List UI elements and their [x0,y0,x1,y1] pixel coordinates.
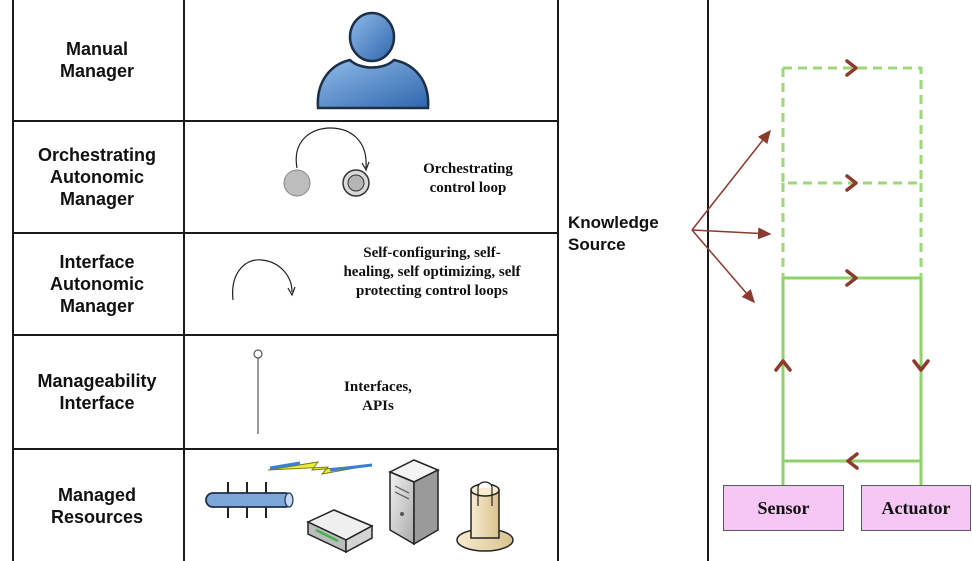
pipe-icon [205,482,294,518]
person-icon [316,11,430,110]
knowledge-source-label: Knowledge Source [568,213,659,254]
table-column-divider [183,0,185,561]
server-icon [388,459,440,546]
manageability-text: Interfaces, APIs [344,379,412,414]
layer-label-interface-manager: Interface Autonomic Manager [50,252,144,316]
robot-arm-icon [456,481,514,552]
chevron-down-icon [912,359,930,372]
row-divider-1 [12,120,559,122]
chevron-up-icon [774,359,792,372]
table-right-border [557,0,559,561]
layer-label-manual-manager: Manual Manager [59,39,135,81]
chevron-right-icon [845,59,858,77]
chevron-left-icon [846,452,859,470]
layer-label-managed-resources: Managed Resources [50,484,144,527]
layer-label-orchestrating-manager: Orchestrating Autonomic Manager [37,145,157,209]
actuator-box: Actuator [861,485,971,531]
interface-pin-icon [253,349,263,434]
row-divider-2 [12,232,559,234]
orchestrating-loop-icon [283,127,370,197]
lightning-icon [267,461,373,475]
orchestrating-loop-text: Orchestrating control loop [423,161,513,196]
loop-chevrons [774,59,930,470]
table-left-border [12,0,14,561]
layer-label-manageability-interface: Manageability Interface [37,371,157,413]
knowledge-arrows [691,129,772,304]
control-loop-stack [781,66,923,485]
interface-loops-text: Self-configuring, self- healing, self op… [343,245,521,299]
knowledge-border [707,0,709,561]
row-divider-3 [12,334,559,336]
chevron-right-icon [845,269,858,287]
router-icon [306,509,374,554]
control-loop-arc-icon [232,259,296,301]
chevron-right-icon [845,174,858,192]
row-divider-4 [12,448,559,450]
sensor-box: Sensor [723,485,844,531]
